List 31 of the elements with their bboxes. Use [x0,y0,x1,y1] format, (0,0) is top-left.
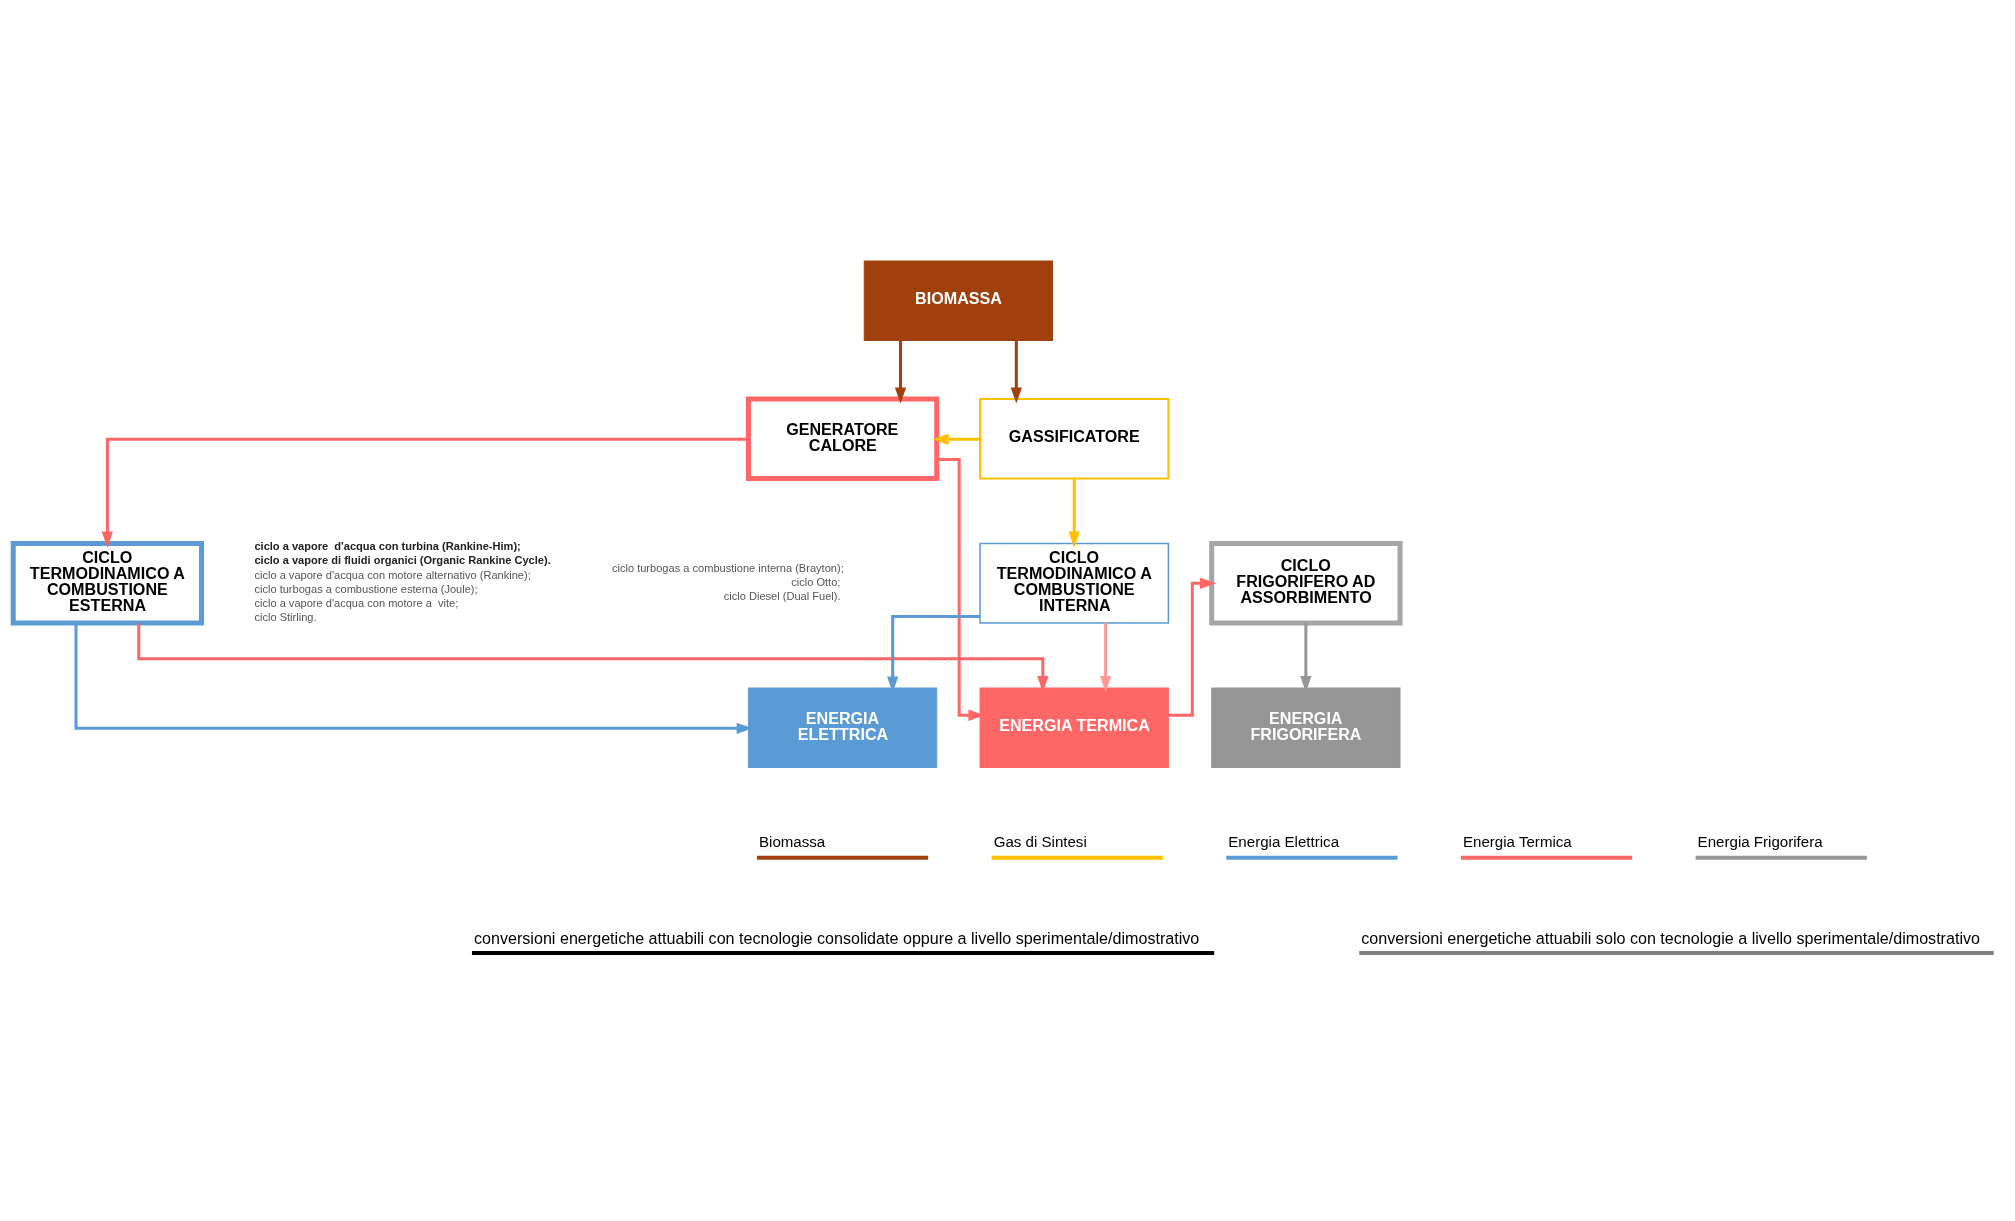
node-label: ciclo a vapore di fluidi organici (Organic Rankine Cycle). [254,553,551,566]
arrow [894,340,907,404]
arrow [1068,478,1080,548]
arrow [1010,340,1022,404]
node-label: ciclo Diesel (Dual Fuel). [723,590,841,603]
node-box: BIOMASSA [863,260,1054,342]
label: conversioni energetiche attuabili con tecnologie consolidate oppure a livello sperimentale/dimostrativo [473,928,1200,947]
arrow [101,437,749,548]
node-label: ciclo turbogas a combustione interna (Brayton); [611,562,844,575]
node-box: ENERGIA FRIGORIFERA [1211,687,1401,769]
node-box: ENERGIA TERMICA [979,687,1169,769]
node-box: GENERATORE CALORE [745,396,940,482]
node-label: ciclo Otto; [791,576,841,589]
legend-label: Gas di Sintesi [993,832,1087,850]
legend-label: Biomassa [758,832,826,850]
node-label: ciclo a vapore d'acqua con turbina (Rankine-Him); [254,539,521,552]
legend-label: Energia Termica [1462,832,1572,850]
node-box: CICLO TERMODINAMICO A COMBUSTIONE ESTERNA [10,541,205,626]
legend-label: Energia Elettrica [1228,832,1340,850]
node-box: CICLO TERMODINAMICO A COMBUSTIONE INTERNA [979,542,1170,624]
node-box: ENERGIA ELETTRICA [747,687,938,769]
arrow [932,433,980,445]
node-label: ciclo Stirling. [254,611,317,624]
node-label: ciclo a vapore d'acqua con motore a vite; [254,597,459,610]
legend-label: Energia Frigorifera [1697,832,1823,850]
node-label: ciclo turbogas a combustione esterna (Joule); [254,583,478,596]
node-box: GASSIFICATORE [979,398,1170,480]
node-box: CICLO FRIGORIFERO AD ASSORBIMENTO [1209,541,1403,626]
arrow [1099,623,1112,693]
label: conversioni energetiche attuabili solo con tecnologie a livello sperimentale/dimostrativo [1361,928,1981,947]
node-label: ciclo a vapore d'acqua con motore alternativo (Rankine); [254,569,531,582]
